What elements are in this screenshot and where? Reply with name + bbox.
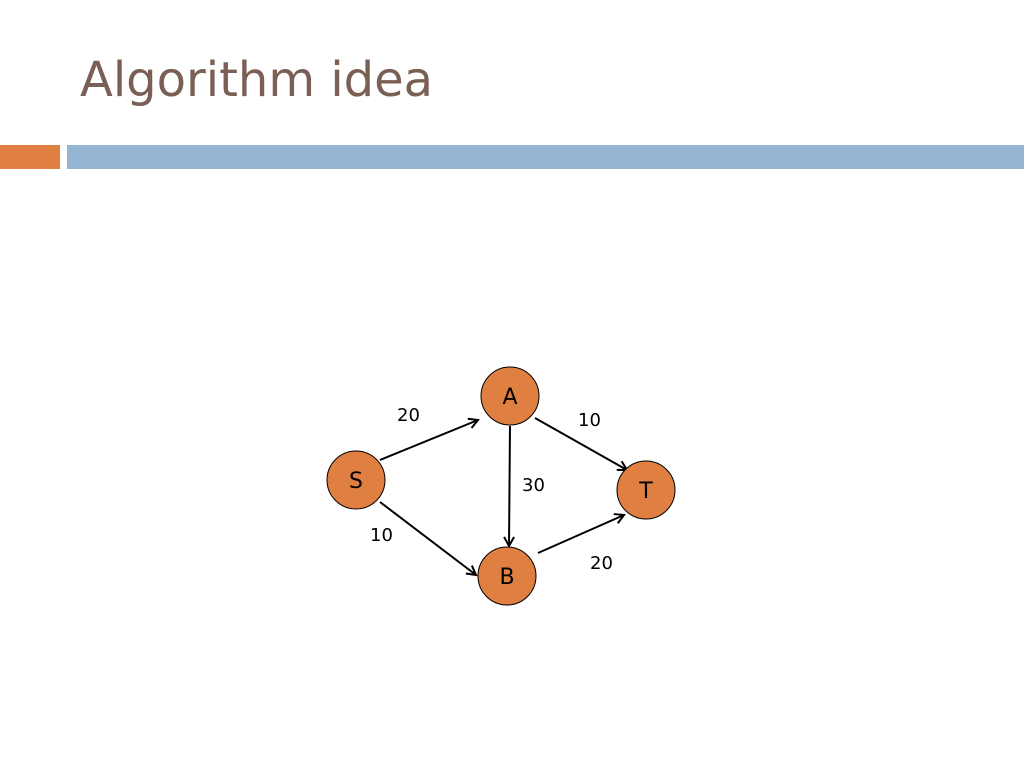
node-b-circle [477,546,537,606]
node-t-label: T [638,479,653,504]
edge-s-b-weight: 10 [370,525,393,546]
node-a: A [480,366,540,426]
edge-b-t-weight: 20 [590,553,613,574]
edge-a-b-weight: 30 [522,475,545,496]
edge-s-a-weight: 20 [397,405,420,426]
slide-title: Algorithm idea [80,52,434,108]
title-accent-bar [0,145,60,169]
node-b: B [477,546,537,606]
node-s: S [326,450,386,510]
edge-a-b [509,425,510,546]
node-s-circle [326,450,386,510]
node-a-circle [480,366,540,426]
edge-a-t-weight: 10 [578,410,601,431]
node-t-circle [616,460,676,520]
edge-b-t [537,515,624,554]
node-s-label: S [349,469,363,494]
edge-s-b [379,501,476,575]
node-b-label: B [499,565,514,590]
edge-a-t [534,417,627,470]
title-divider-bar [67,145,1024,169]
node-a-label: A [502,385,517,410]
node-t: T [616,460,676,520]
edge-s-a [379,420,478,461]
